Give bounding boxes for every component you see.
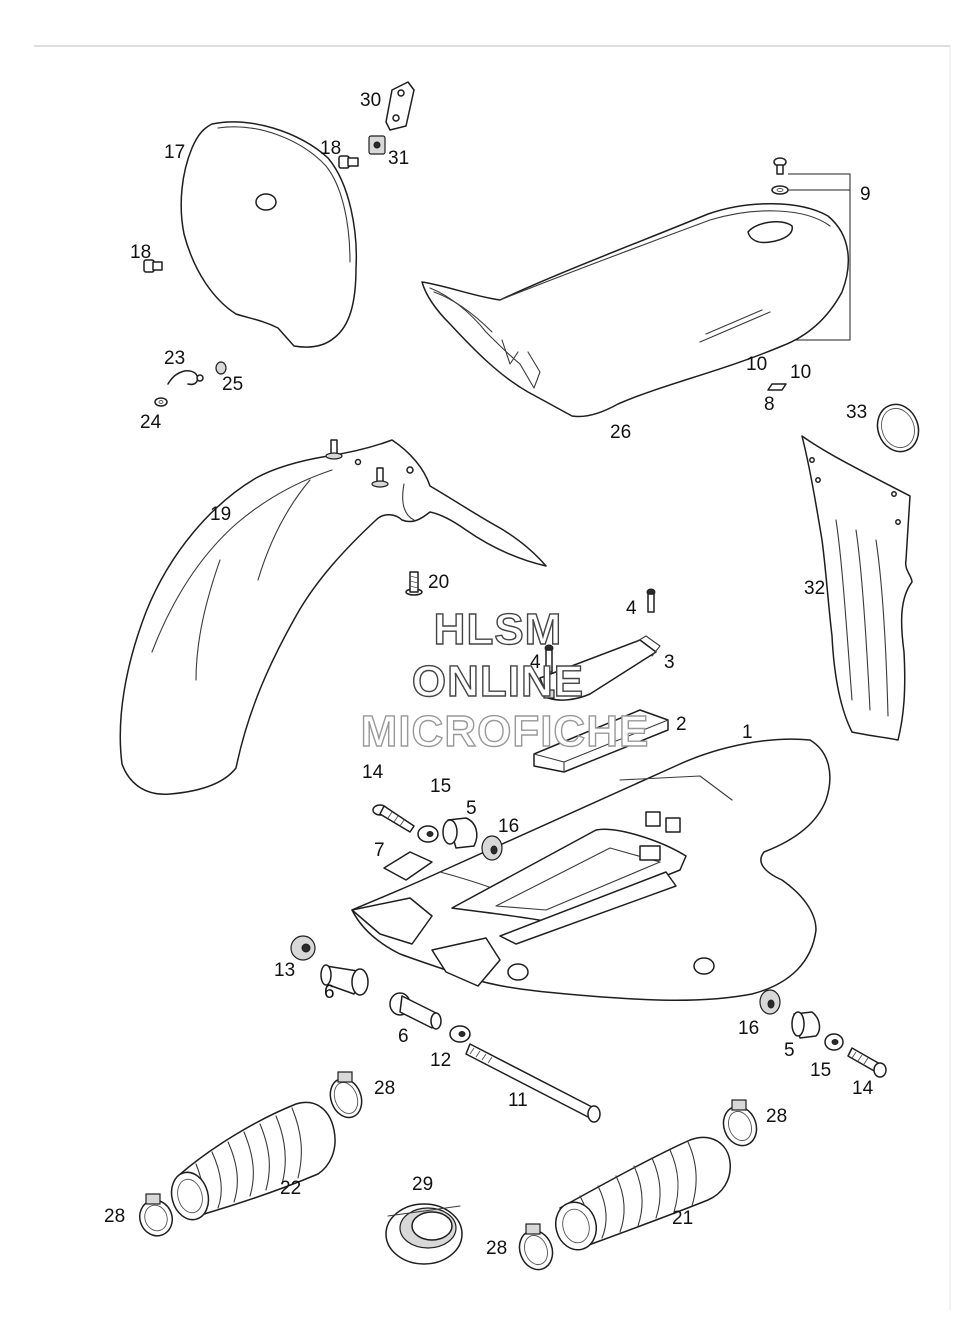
part-1-skid-plate xyxy=(351,738,831,1002)
callout-7: 7 xyxy=(374,840,385,861)
callout-13: 13 xyxy=(274,960,295,981)
part-10-washer-upper xyxy=(771,185,789,195)
part-12-washer xyxy=(449,1025,471,1043)
callout-32: 32 xyxy=(804,578,825,599)
part-23-wire-clip xyxy=(167,370,204,386)
part-32-mud-flap xyxy=(801,435,913,741)
part-28-hose-clamp-4 xyxy=(518,1223,554,1271)
part-33-clamp-ring xyxy=(876,403,920,453)
part-5-spacer-lower xyxy=(791,1011,821,1039)
callout-18-left: 18 xyxy=(130,242,151,263)
part-28-hose-clamp-1 xyxy=(329,1071,363,1119)
part-4-screw-upper xyxy=(646,588,656,613)
part-18-screw-left xyxy=(143,259,163,273)
callout-26: 26 xyxy=(610,422,631,443)
callout-15-lower: 15 xyxy=(810,1060,831,1081)
part-17-number-plate xyxy=(180,121,358,348)
callout-16-upper: 16 xyxy=(498,816,519,837)
callout-10-left: 10 xyxy=(746,354,767,375)
part-4-screw-lower xyxy=(544,644,554,673)
callout-29: 29 xyxy=(412,1174,433,1195)
part-20-bolt xyxy=(405,571,423,596)
callout-6-right: 6 xyxy=(398,1026,409,1047)
callout-3: 3 xyxy=(664,652,675,673)
part-26-seat xyxy=(421,203,850,418)
part-16-nut-upper xyxy=(481,835,503,861)
part-31-clip-nut xyxy=(368,135,386,155)
watermark-line-2: ONLINE xyxy=(412,657,584,706)
callout-5-upper: 5 xyxy=(466,798,477,819)
callout-22: 22 xyxy=(280,1178,301,1199)
part-2-pad xyxy=(533,709,669,773)
part-18-screw-upper xyxy=(338,155,359,169)
callout-16-lower: 16 xyxy=(738,1018,759,1039)
callout-21: 21 xyxy=(672,1208,693,1229)
part-5-spacer-upper xyxy=(442,817,478,849)
callout-12: 12 xyxy=(430,1050,451,1071)
callout-28-lower-middle: 28 xyxy=(486,1238,507,1259)
callout-2: 2 xyxy=(676,714,687,735)
callout-28-lower-left: 28 xyxy=(104,1206,125,1227)
part-22-intake-boot xyxy=(170,1101,336,1221)
watermark-line-3: MICROFICHE xyxy=(361,707,650,756)
part-8-clip xyxy=(767,383,787,391)
callout-30: 30 xyxy=(360,90,381,111)
part-21-intake-boot xyxy=(554,1136,731,1251)
part-3-cover-plate xyxy=(539,635,661,701)
part-15-washer-upper xyxy=(417,825,439,843)
leader-9 xyxy=(788,173,851,341)
callout-18-upper: 18 xyxy=(320,138,341,159)
callout-33: 33 xyxy=(846,402,867,423)
part-11-long-bolt xyxy=(465,1043,601,1123)
part-29-rubber-collar xyxy=(385,1203,463,1265)
callout-23: 23 xyxy=(164,348,185,369)
part-6-bushing-left xyxy=(320,964,369,996)
callout-10-right: 10 xyxy=(790,362,811,383)
part-19-front-fender xyxy=(119,439,547,795)
part-15-washer-lower xyxy=(824,1033,844,1051)
part-14-bolt-upper xyxy=(372,804,415,833)
part-24-washer xyxy=(154,397,168,407)
callout-15-upper: 15 xyxy=(430,776,451,797)
part-13-nut xyxy=(290,935,316,961)
callout-20: 20 xyxy=(428,572,449,593)
part-14-bolt-lower xyxy=(847,1047,887,1078)
part-7-label xyxy=(383,851,433,881)
part-9-seat-screw xyxy=(773,157,787,175)
part-6-bushing-right xyxy=(389,992,442,1030)
callout-19: 19 xyxy=(210,504,231,525)
callout-4-lower: 4 xyxy=(530,652,541,673)
callout-9: 9 xyxy=(860,184,871,205)
callout-31: 31 xyxy=(388,148,409,169)
callout-4-upper: 4 xyxy=(626,598,637,619)
callout-14-upper: 14 xyxy=(362,762,384,783)
callout-6-left: 6 xyxy=(324,982,335,1003)
part-25-nut xyxy=(215,361,227,375)
watermark-line-1: HLSM xyxy=(434,605,563,654)
part-30-bracket xyxy=(385,81,415,131)
callout-8: 8 xyxy=(764,394,775,415)
callout-1: 1 xyxy=(742,722,753,743)
callout-28-upper-left: 28 xyxy=(374,1078,395,1099)
callout-5-lower: 5 xyxy=(784,1040,795,1061)
part-28-hose-clamp-3 xyxy=(722,1099,758,1147)
callout-14-lower: 14 xyxy=(852,1078,874,1099)
callout-28-upper-right: 28 xyxy=(766,1106,787,1127)
part-16-nut-lower xyxy=(759,989,781,1015)
callout-24: 24 xyxy=(140,412,162,433)
callout-11: 11 xyxy=(508,1090,528,1111)
callout-17: 17 xyxy=(164,142,185,163)
callout-25: 25 xyxy=(222,374,243,395)
part-28-hose-clamp-2 xyxy=(139,1193,173,1237)
